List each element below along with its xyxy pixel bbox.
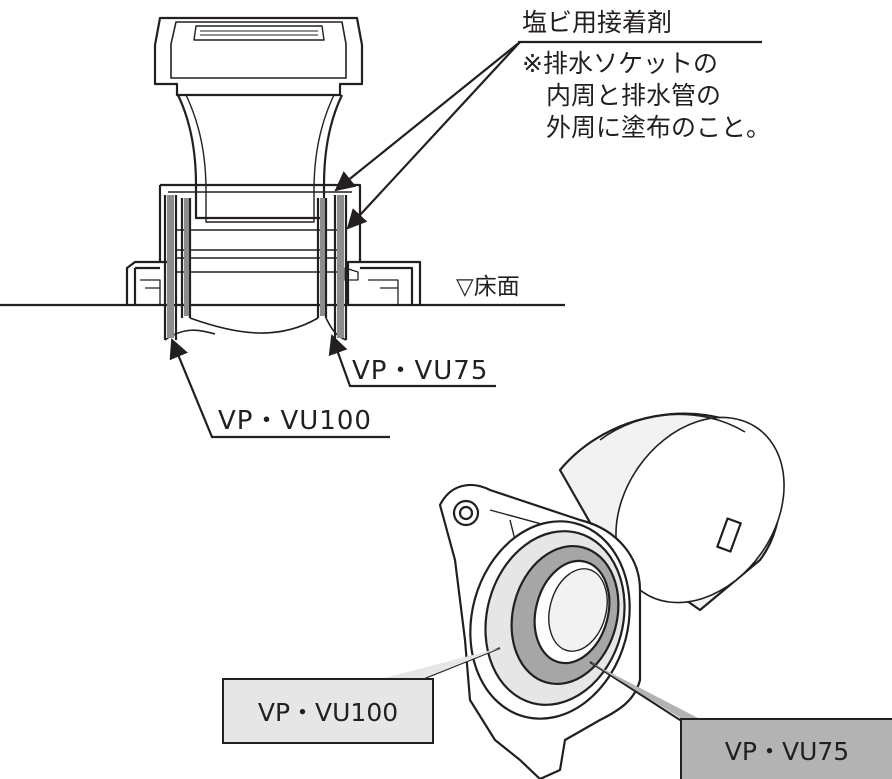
adhesive-label: 塩ビ用接着剤	[522, 8, 673, 37]
pipe-100-callout-text: VP・VU100	[257, 698, 399, 727]
flange-left	[125, 260, 160, 305]
pipe-75-label: VP・VU75	[352, 356, 489, 386]
note-line-2: 内周と排水管の	[546, 81, 722, 110]
flange-right	[360, 260, 422, 305]
socket-funnel	[177, 94, 343, 220]
socket-cap	[153, 16, 364, 97]
adhesive-zones	[167, 195, 344, 338]
note-line-1: ※排水ソケットの	[522, 49, 718, 78]
adhesive-leader-2	[346, 41, 521, 230]
pipe-75-callout: VP・VU75	[680, 718, 892, 779]
pipe-100-label: VP・VU100	[218, 406, 372, 436]
adhesive-leader-1	[334, 41, 521, 192]
note-line-3: 外周に塗布のこと。	[546, 113, 772, 142]
pipe-75-callout-text: VP・VU75	[724, 736, 850, 766]
floor-label: ▽床面	[456, 274, 520, 300]
pipe-75	[180, 198, 328, 318]
vp100-leader	[169, 338, 390, 439]
pipe-100-callout: VP・VU100	[222, 678, 434, 744]
vp75-leader	[328, 334, 496, 388]
pipe-100	[163, 195, 348, 340]
cross-section	[0, 16, 565, 341]
socket-3d-view	[438, 412, 785, 779]
adhesive-note: ※排水ソケットの 内周と排水管の 外周に塗布のこと。	[522, 48, 771, 144]
